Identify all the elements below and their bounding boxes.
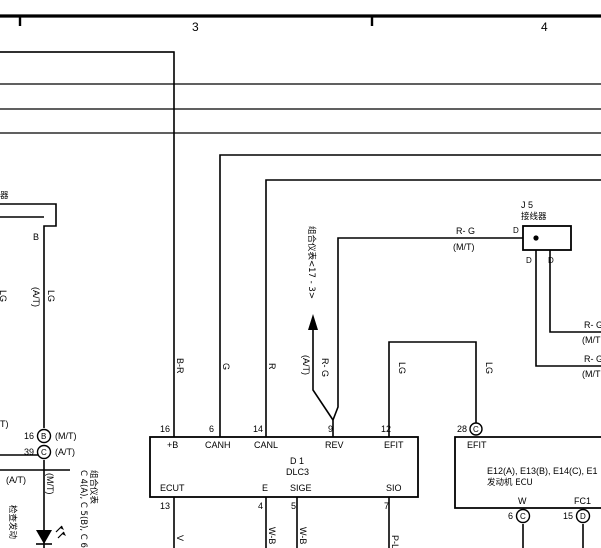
wire-label-p: P-L: [390, 535, 400, 548]
j5-subtitle: 接线器: [521, 211, 547, 222]
left-pins: B 16 (M/T) C 39 (A/T) T) (A/T) (M/T) C 4…: [0, 191, 99, 548]
d1-pin-9-num: 9: [328, 424, 333, 434]
d1-pin-7-num: 7: [384, 501, 389, 511]
wire-label-lg-ecu: LG: [484, 362, 494, 374]
d1-pin-14-num: 14: [253, 424, 263, 434]
wire-label-v: V: [175, 535, 185, 541]
d1-subtitle: DLC3: [286, 467, 309, 477]
wire-label-r: R: [267, 363, 277, 370]
left-c4b-label: 组合仪表: [88, 470, 99, 505]
left-at-label: (A/T): [6, 475, 26, 485]
left-warn-label: 检查发动: [7, 505, 18, 540]
d1-pin-16-label: +B: [167, 440, 178, 450]
wire-label-mt-right1: (M/T: [582, 335, 601, 345]
d1-pin-6-label: CANH: [205, 440, 231, 450]
wire-label-r-g-right2: R- G: [584, 354, 601, 364]
d1-pin-7-label: SIO: [386, 483, 402, 493]
ecu-pin-28-label: EFIT: [467, 440, 487, 450]
d1-pin-5-num: 5: [291, 501, 296, 511]
wire-label-w-b-2: W-B: [298, 527, 308, 544]
junction-j5: J 5 接线器 D D D: [513, 200, 572, 265]
d1-pin-12-num: 12: [381, 424, 391, 434]
ecu-pin-6-connector: C: [520, 512, 526, 521]
ecu-pin-6-circle: [515, 508, 531, 524]
d1-pin-13-num: 13: [160, 501, 170, 511]
j5-pin-bottom-right: D: [548, 256, 554, 265]
d1-pin-5-label: SIGE: [290, 483, 312, 493]
wire-label-lg-efit: LG: [397, 362, 407, 374]
wire-label-at-vert: (A/T): [301, 355, 311, 375]
left-pin-16-num: 16: [24, 431, 34, 441]
column-number-4: 4: [541, 20, 548, 34]
ecu-subtitle: 发动机 ECU: [487, 477, 533, 488]
left-pin-16-note: (M/T): [55, 431, 77, 441]
d1-pin-16-num: 16: [160, 424, 170, 434]
column-number-3: 3: [192, 20, 199, 34]
ecu-pin-15-circle: [575, 508, 591, 524]
left-frag-label: 器: [0, 191, 9, 201]
ecu-pin-6-num: 6: [508, 511, 513, 521]
wire-label-at-left: (A/T): [31, 287, 41, 307]
wire-labels: B-R G R LG LG R- G (A/T) LG (A/T) LG V W…: [0, 226, 494, 548]
wire-label-lg-left: LG: [0, 290, 8, 302]
ecu-pin-28-circle: [469, 422, 483, 436]
top-ruler: 3 4: [0, 14, 601, 34]
left-mt-label: (M/T): [45, 473, 55, 495]
ecu-pin-15-num: 15: [563, 511, 573, 521]
d1-pin-13-label: ECUT: [160, 483, 185, 493]
connector-d1-dlc3: 16 +B 6 CANH 14 CANL 9 REV 12 EFIT D 1 D…: [149, 424, 419, 511]
ecu-pin-15-connector: D: [580, 512, 586, 521]
j5-pin-bottom-left: D: [526, 256, 532, 265]
left-pin-16-circle: [36, 428, 52, 444]
wire-label-r-g-top: R- G: [456, 226, 475, 236]
wire-label-mt-top: (M/T): [453, 242, 475, 252]
wire-labels-horizontal: R- G (M/T) B R- G (M/T R- G (M/T: [33, 226, 601, 379]
ecu-title: E12(A), E13(B), E14(C), E1: [487, 466, 598, 476]
d1-title: D 1: [290, 456, 304, 466]
led-icon: [36, 525, 66, 545]
wires: [0, 51, 601, 548]
d1-pin-14-label: CANL: [254, 440, 278, 450]
reference-note: 组合仪表<17 - 3>: [306, 226, 317, 299]
ecu-pin-w-label: W: [518, 496, 527, 506]
j5-pin-left: D: [513, 226, 519, 235]
ecu-pin-fc1-label: FC1: [574, 496, 591, 506]
d1-pin-4-num: 4: [258, 501, 263, 511]
j5-title: J 5: [521, 200, 533, 210]
ecu-pin-28-num: 28: [457, 424, 467, 434]
d1-pin-4-label: E: [262, 483, 268, 493]
engine-ecu: C 28 EFIT E12(A), E13(B), E14(C), E1 发动机…: [454, 422, 601, 524]
wire-label-w-b-1: W-B: [267, 527, 277, 544]
wire-label-r-g-vert: R- G: [320, 358, 330, 377]
left-pin-16-connector: B: [41, 432, 46, 441]
left-t-label: T): [0, 419, 9, 429]
wire-label-b: B: [33, 232, 39, 242]
wire-label-r-g-right1: R- G: [584, 320, 601, 330]
wire-label-b-r: B-R: [175, 358, 185, 374]
d1-pin-6-num: 6: [209, 424, 214, 434]
left-pin-39-note: (A/T): [55, 447, 75, 457]
wire-label-mt-right2: (M/T: [582, 369, 601, 379]
left-pin-39-num: 39: [24, 447, 34, 457]
bus-lines: [0, 51, 601, 134]
left-c4-label: C 4(A), C 5(B), C 6: [78, 470, 88, 548]
d1-pin-9-label: REV: [325, 440, 344, 450]
left-pin-39-connector: C: [41, 448, 47, 457]
wire-label-lg-left2: LG: [46, 290, 56, 302]
d1-pin-12-label: EFIT: [384, 440, 404, 450]
wire-label-g: G: [221, 363, 231, 370]
ecu-pin-28-connector: C: [473, 425, 479, 434]
left-pin-39-circle: [36, 444, 52, 460]
